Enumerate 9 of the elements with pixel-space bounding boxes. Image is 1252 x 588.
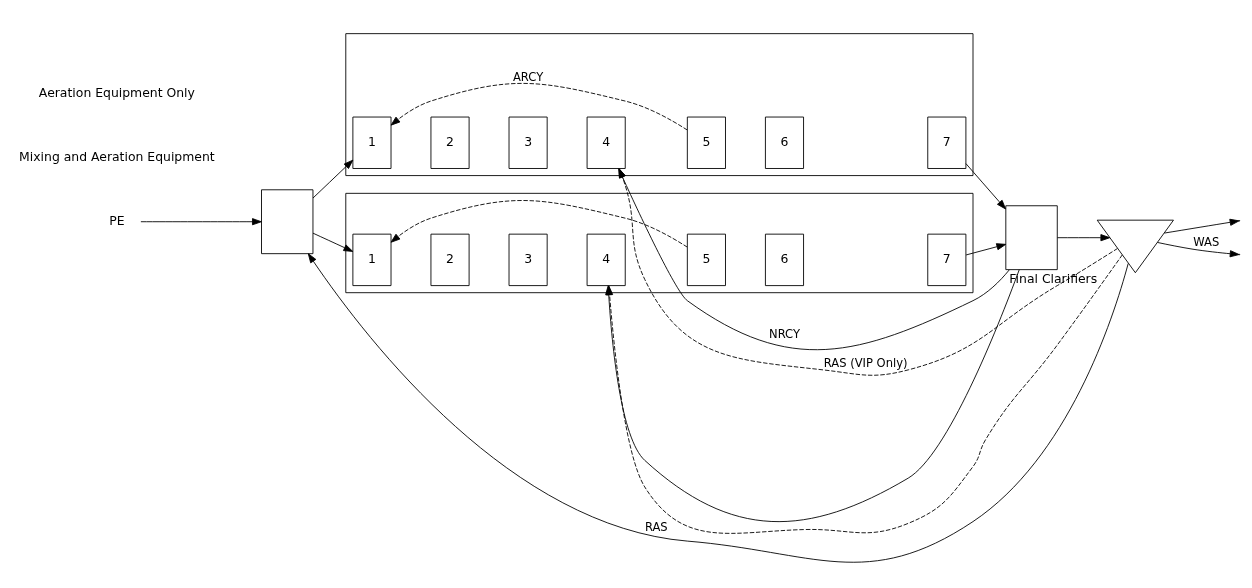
edge-label: RAS (VIP Only) — [823, 355, 908, 370]
label: Mixing and Aeration Equipment — [19, 148, 215, 164]
edge-label: ARCY — [513, 69, 544, 84]
node-text: PE — [109, 212, 125, 228]
label: Aeration Equipment Only — [38, 84, 195, 100]
edge-label: RAS — [644, 519, 668, 534]
node-label: Final Clarifiers — [1009, 270, 1098, 286]
edge-label: WAS — [1193, 234, 1220, 249]
edge-label: NRCY — [769, 326, 800, 341]
